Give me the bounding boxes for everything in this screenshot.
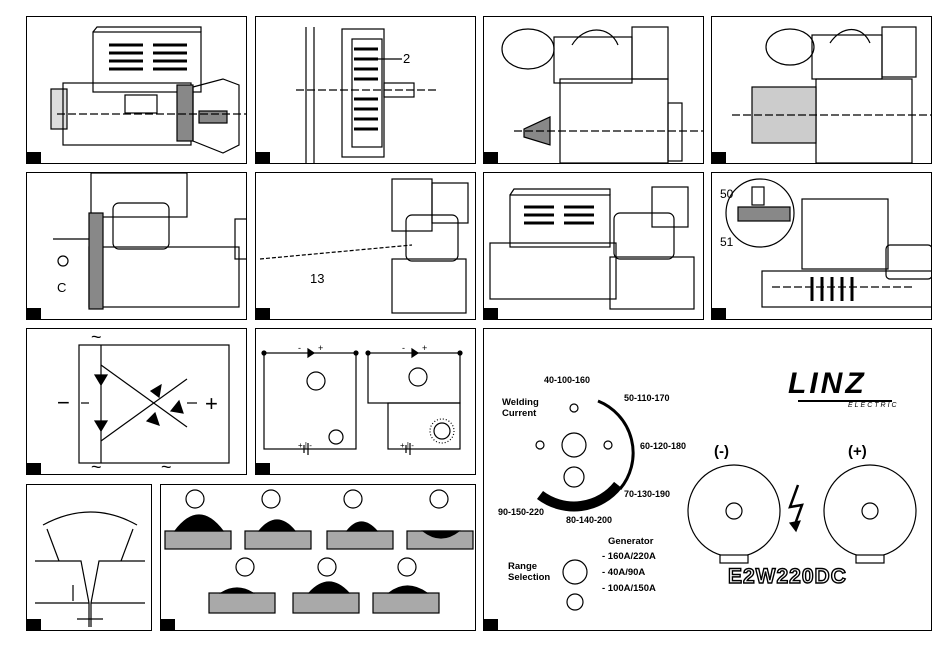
fit-drawing: [712, 17, 932, 164]
panel-marker: [27, 619, 41, 630]
panel-shaft-detail: 2: [255, 16, 476, 164]
diode2-minus: -: [402, 343, 405, 353]
panel-marker: [484, 152, 498, 163]
diode1-minus: -: [298, 343, 301, 353]
battery2-polarity: + | -: [400, 441, 414, 450]
alternator-drawing: [27, 17, 247, 164]
welding-current-label: Welding Current: [502, 397, 552, 419]
dial-value-5: 90-150-220: [498, 507, 544, 517]
coupling-drawing: [27, 173, 247, 320]
panel-coupling-detail: C: [26, 172, 247, 320]
dial-value-4: 80-140-200: [566, 515, 612, 525]
callout-51: 51: [720, 235, 733, 249]
panel-rod-insertion: 13: [255, 172, 476, 320]
diode1-plus: +: [318, 343, 323, 353]
dial-value-1: 50-110-170: [624, 393, 670, 403]
battery1-polarity: + | -: [298, 441, 312, 450]
panel-marker: [27, 152, 41, 163]
panel-alternator-side-view: [26, 16, 247, 164]
dc-positive-terminal: +: [205, 391, 218, 417]
panel-marker: [27, 463, 41, 474]
panel-marker: [484, 308, 498, 319]
dial-value-0: 40-100-160: [544, 375, 590, 385]
panel-marker: [712, 308, 726, 319]
panel-engine-alternator-assembly: [483, 16, 704, 164]
generator-label: Generator: [608, 536, 653, 547]
shaft-drawing: [256, 17, 476, 164]
panel-weld-joint-prep: [26, 484, 152, 631]
ac-terminal-bottom-right: ~: [161, 457, 172, 475]
brand-sub: ELECTRIC: [848, 402, 899, 409]
dial-value-3: 70-130-190: [624, 489, 670, 499]
panel-weld-bead-examples: [160, 484, 476, 631]
generator-item-0: - 160A/220A: [602, 551, 656, 562]
ac-terminal-bottom-left: ~: [91, 457, 102, 475]
callout-50: 50: [720, 187, 733, 201]
generator-item-1: - 40A/90A: [602, 567, 645, 578]
panel-rectifier-circuit: ~ ~ ~ − +: [26, 328, 247, 475]
weld-bead-drawings: [161, 485, 476, 631]
bolt-drawing: [712, 173, 932, 320]
positive-terminal-label: (+): [848, 443, 867, 460]
callout-2: 2: [403, 51, 410, 66]
panel-marker: [161, 619, 175, 630]
panel-marker: [712, 152, 726, 163]
joint-prep-drawing: [27, 485, 152, 631]
assembly-drawing: [484, 17, 704, 164]
panel-marker: [484, 619, 498, 630]
range-selection-label: Range Selection: [508, 561, 562, 583]
model-name: E2W220DC: [728, 565, 847, 589]
dc-negative-terminal: −: [57, 390, 70, 416]
callout-13: 13: [310, 271, 324, 286]
ac-terminal-top: ~: [91, 328, 102, 348]
rod-drawing: [256, 173, 476, 320]
panel-control-face: LINZ ELECTRIC Welding Current 40-100-160…: [483, 328, 932, 631]
panel-diode-test: - + - + + | - + | -: [255, 328, 476, 475]
panel-marker: [256, 152, 270, 163]
generator-item-2: - 100A/150A: [602, 583, 656, 594]
negative-terminal-label: (-): [714, 443, 729, 460]
panel-marker: [27, 308, 41, 319]
dial-value-2: 60-120-180: [640, 441, 686, 451]
generator-drawing: [484, 173, 704, 320]
panel-marker: [256, 308, 270, 319]
brand-logo: LINZ: [788, 367, 867, 401]
diode-test-schematic: [256, 329, 476, 475]
diode2-plus: +: [422, 343, 427, 353]
panel-engine-alternator-fit: [711, 16, 932, 164]
callout-c: C: [57, 280, 66, 295]
panel-bolt-detail: 50 51: [711, 172, 932, 320]
panel-complete-generator: [483, 172, 704, 320]
panel-marker: [256, 463, 270, 474]
